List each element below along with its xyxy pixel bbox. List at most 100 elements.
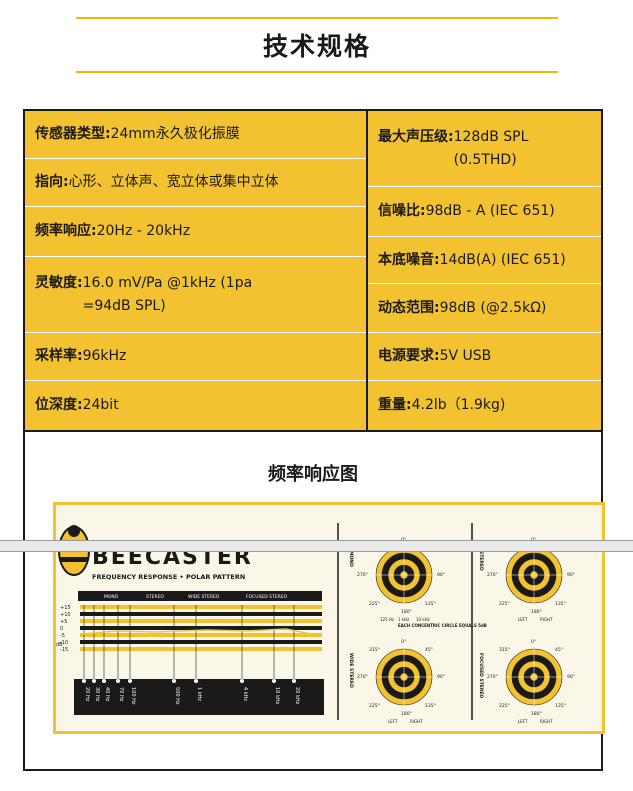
page-title: 技术规格 <box>262 32 371 61</box>
spec-value: 20Hz - 20kHz <box>96 223 191 239</box>
db-tick-label: -15 <box>60 647 68 653</box>
polar-title: STEREO <box>478 551 484 571</box>
spec-label: 指向: <box>35 174 69 190</box>
polar-angle-label: 90° <box>437 572 445 578</box>
polar-angle-label: 45° <box>425 647 433 653</box>
spec-value: 98dB - A (IEC 651) <box>425 203 555 219</box>
response-curve <box>81 628 317 636</box>
spec-value: 24mm永久极化振膜 <box>110 126 240 142</box>
polar-note: EACH CONCENTRIC CIRCLE EQUALS 5dB <box>398 623 487 628</box>
frequency-chart-bands <box>80 605 322 651</box>
polar-angle-label: 90° <box>567 572 575 578</box>
spec-row: 重量:4.2lb（1.9kg) <box>368 381 601 430</box>
overlay-scrollbar[interactable] <box>0 540 633 552</box>
chart-band <box>80 626 322 630</box>
spec-column-left: 传感器类型:24mm永久极化振膜 指向:心形、立体声、宽立体或集中立体 频率响应… <box>25 111 368 430</box>
spec-value: 14dB(A) (IEC 651) <box>439 251 566 268</box>
db-tick-label: +10 <box>60 612 71 618</box>
polar-angle-label: 225° <box>369 703 380 709</box>
polar-angle-label: 270° <box>487 674 498 680</box>
polar-angle-label: 315° <box>369 647 380 653</box>
polar-angle-label: 270° <box>357 572 368 578</box>
polar-angle-label: 270° <box>357 674 368 680</box>
polar-key-label: 1 kHz <box>398 617 409 622</box>
polar-angle-label: 135° <box>425 601 436 607</box>
polar-angle-label: 135° <box>425 703 436 709</box>
chart-band <box>80 640 322 644</box>
freq-tick-label: 10 kHz <box>274 687 280 705</box>
freq-tick-label: 40 Hz <box>104 687 110 702</box>
polar-chart-wide: 0°45°90°135°180°225°270°315°WIDE STEREOL… <box>348 639 445 724</box>
spec-label: 传感器类型: <box>35 126 111 142</box>
spec-label: 动态范围: <box>378 299 440 316</box>
spec-row: 灵敏度:16.0 mV/Pa @1kHz (1pa =94dB SPL) <box>25 257 366 333</box>
polar-angle-label: 90° <box>437 674 445 680</box>
polar-key-label: LEFT <box>388 719 398 724</box>
freq-tick-label: 100 Hz <box>130 687 136 705</box>
spec-value: 128dB SPL (0.5THD) <box>453 128 529 168</box>
freq-marker <box>102 679 106 683</box>
spec-column-right: 最大声压级:128dB SPL (0.5THD) 信噪比:98dB - A (I… <box>368 111 601 430</box>
chart-band <box>80 633 322 637</box>
freq-axis-bar <box>74 679 324 715</box>
db-tick-label: -10 <box>60 640 68 646</box>
freq-tick-label: 20 kHz <box>294 687 300 705</box>
poster-subtitle: FREQUENCY RESPONSE • POLAR PATTERN <box>92 573 245 581</box>
spec-label: 重量: <box>378 397 412 413</box>
polar-angle-label: 225° <box>499 601 510 607</box>
db-tick-label: +5 <box>60 619 67 625</box>
polar-angle-label: 225° <box>499 703 510 709</box>
spec-value: 心形、立体声、宽立体或集中立体 <box>68 174 279 190</box>
polar-angle-label: 180° <box>531 711 542 717</box>
freq-tick-label: 500 Hz <box>174 687 180 705</box>
spec-value: 96kHz <box>82 348 127 364</box>
spec-row: 本底噪音:14dB(A) (IEC 651) <box>368 237 601 284</box>
spec-row: 频率响应:20Hz - 20kHz <box>25 207 366 257</box>
spec-row: 最大声压级:128dB SPL (0.5THD) <box>368 111 601 187</box>
spec-label: 灵敏度: <box>35 274 83 291</box>
polar-angle-label: 45° <box>555 647 563 653</box>
page-header: 技术规格 <box>76 17 558 73</box>
polar-angle-label: 180° <box>401 609 412 615</box>
spec-row: 采样率:96kHz <box>25 333 366 381</box>
polar-angle-label: 135° <box>555 703 566 709</box>
polar-key-label: 125 Hz <box>380 617 394 622</box>
beecaster-spec-poster: BEECASTER FREQUENCY RESPONSE • POLAR PAT… <box>53 502 605 734</box>
db-tick-label: +15 <box>60 605 71 611</box>
legend-focused-stereo: FOCUSED STEREO <box>246 594 288 600</box>
spec-row: 传感器类型:24mm永久极化振膜 <box>25 111 366 159</box>
polar-angle-label: 0° <box>531 639 536 645</box>
chart-band <box>80 612 322 616</box>
spec-label: 本底噪音: <box>378 251 440 268</box>
db-axis-label: dB <box>56 642 63 648</box>
freq-tick-label: 30 Hz <box>94 687 100 702</box>
spec-label: 信噪比: <box>378 203 426 219</box>
polar-key-label: LEFT <box>518 617 528 622</box>
legend-stereo: STEREO <box>146 594 164 600</box>
spec-label: 电源要求: <box>378 348 440 364</box>
polar-key-label: RIGHT <box>540 617 553 622</box>
legend-bar <box>78 591 322 601</box>
spec-row: 位深度:24bit <box>25 381 366 430</box>
frequency-response-panel: 频率响应图 BEECASTER FREQUENCY RESPONSE • POL… <box>23 432 605 771</box>
spec-row: 动态范围:98dB (@2.5kΩ) <box>368 284 601 333</box>
spec-value: 5V USB <box>439 348 492 364</box>
freq-marker <box>292 679 296 683</box>
polar-key-label: RIGHT <box>540 719 553 724</box>
polar-chart-focused: 0°45°90°135°180°225°270°315°FOCUSED STER… <box>478 639 575 724</box>
freq-marker <box>172 679 176 683</box>
polar-angle-label: 270° <box>487 572 498 578</box>
spec-row: 指向:心形、立体声、宽立体或集中立体 <box>25 159 366 207</box>
poster-graphic: BEECASTER FREQUENCY RESPONSE • POLAR PAT… <box>56 523 575 724</box>
freq-marker <box>92 679 96 683</box>
spec-label: 位深度: <box>35 397 83 413</box>
freq-marker <box>240 679 244 683</box>
spec-row: 信噪比:98dB - A (IEC 651) <box>368 187 601 237</box>
freq-tick-label: 20 Hz <box>84 687 90 702</box>
spec-label: 最大声压级: <box>378 128 454 145</box>
spec-value: 98dB (@2.5kΩ) <box>439 299 547 316</box>
freq-marker <box>272 679 276 683</box>
freq-marker <box>128 679 132 683</box>
